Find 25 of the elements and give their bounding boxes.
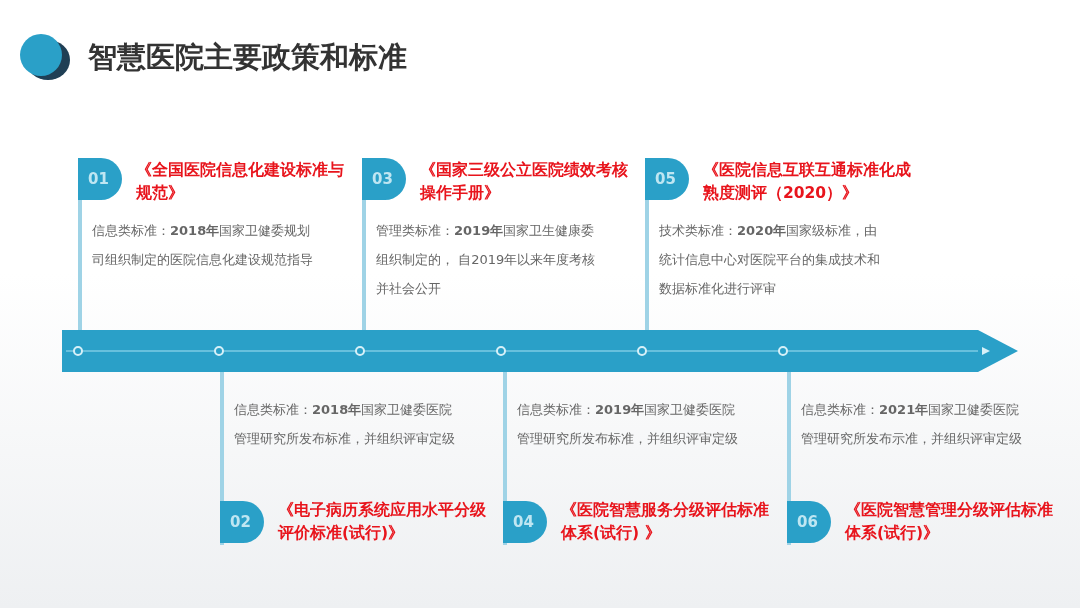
policy-title: 《国家三级公立医院绩效考核操作手册》 bbox=[420, 160, 629, 204]
step-number-tab: 02 bbox=[220, 501, 264, 543]
step-number-tab: 03 bbox=[362, 158, 406, 200]
connector-line bbox=[362, 305, 366, 330]
connector-line bbox=[78, 305, 82, 330]
step-number-tab: 05 bbox=[645, 158, 689, 200]
policy-title: 《医院智慧服务分级评估标准体系(试行) 》 bbox=[561, 500, 770, 544]
step-number-tab: 04 bbox=[503, 501, 547, 543]
description-text: 信息类标准：2018年国家卫健委医院管理研究所发布标准，并组织评审定级 bbox=[234, 401, 456, 448]
description-text: 信息类标准：2021年国家卫健委医院管理研究所发布示准，并组织评审定级 bbox=[801, 401, 1023, 448]
policy-title: 《医院智慧管理分级评估标准体系(试行)》 bbox=[845, 500, 1054, 544]
policy-title: 《电子病历系统应用水平分级评价标准(试行)》 bbox=[278, 500, 487, 544]
step-number-tab: 06 bbox=[787, 501, 831, 543]
connector-line bbox=[220, 372, 224, 395]
policy-title: 《全国医院信息化建设标准与规范》 bbox=[136, 160, 345, 204]
policy-title: 《医院信息互联互通标准化成熟度测评（2020）》 bbox=[703, 160, 912, 204]
description-text: 信息类标准：2019年国家卫健委医院管理研究所发布标准，并组织评审定级 bbox=[517, 401, 739, 448]
connector-line bbox=[503, 372, 507, 395]
description-text: 信息类标准：2018年国家卫健委规划司组织制定的医院信息化建设规范指导 bbox=[92, 222, 314, 269]
connector-line bbox=[645, 305, 649, 330]
step-number-tab: 01 bbox=[78, 158, 122, 200]
page-title: 智慧医院主要政策和标准 bbox=[88, 39, 407, 76]
description-text: 管理类标准：2019年国家卫生健康委组织制定的， 自2019年以来年度考核并社会公开 bbox=[376, 222, 597, 298]
connector-line bbox=[787, 372, 791, 395]
description-text: 技术类标准：2020年国家级标准，由统计信息中心对医院平台的集成技术和数据标准化进行评审 bbox=[659, 222, 881, 298]
